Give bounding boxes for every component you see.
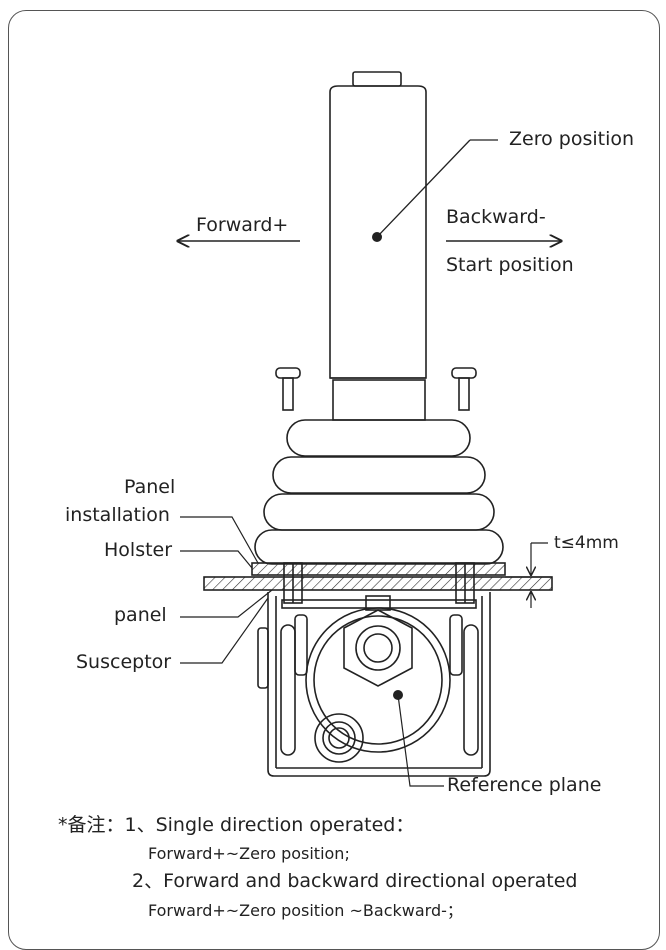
bellows-ring-1 [286,419,471,457]
panel-installation-label-2: installation [65,504,170,526]
joystick-technical-drawing [0,71,666,787]
holster-plate [251,562,506,576]
bellows-ring-4 [254,529,504,565]
panel-installation-label-1: Panel [124,476,176,498]
mounting-panel [203,576,553,591]
joystick-handle [329,85,427,379]
note-line-2b: Forward+~Zero position ~Backward-； [148,901,463,920]
handle-cap [352,71,402,87]
panel-label: panel [114,604,167,626]
note-line-2: 2、Forward and backward directional opera… [132,870,578,892]
joystick-shaft [332,379,426,421]
left-slot [280,624,296,756]
susceptor-label: Susceptor [76,651,172,673]
right-screw [451,367,477,411]
zero-position-label: Zero position [509,128,635,150]
note-line-1: *备注：1、Single direction operated： [58,814,415,836]
note-line-1b: Forward+~Zero position; [148,844,350,863]
susceptor-bracket [267,592,491,777]
reference-plane-label: Reference plane [447,774,602,796]
forward-label: Forward+ [196,214,289,236]
bellows-ring-2 [272,456,486,494]
holster-label: Holster [104,539,173,561]
right-slot [463,624,479,756]
backward-label: Backward- [446,206,546,228]
left-screw [275,367,301,411]
start-position-label: Start position [446,254,574,276]
cable-gland [314,713,364,763]
bellows-ring-3 [263,493,495,531]
thickness-label: t≤4mm [554,533,619,553]
hex-nut [343,609,413,687]
reference-disc [305,607,451,753]
